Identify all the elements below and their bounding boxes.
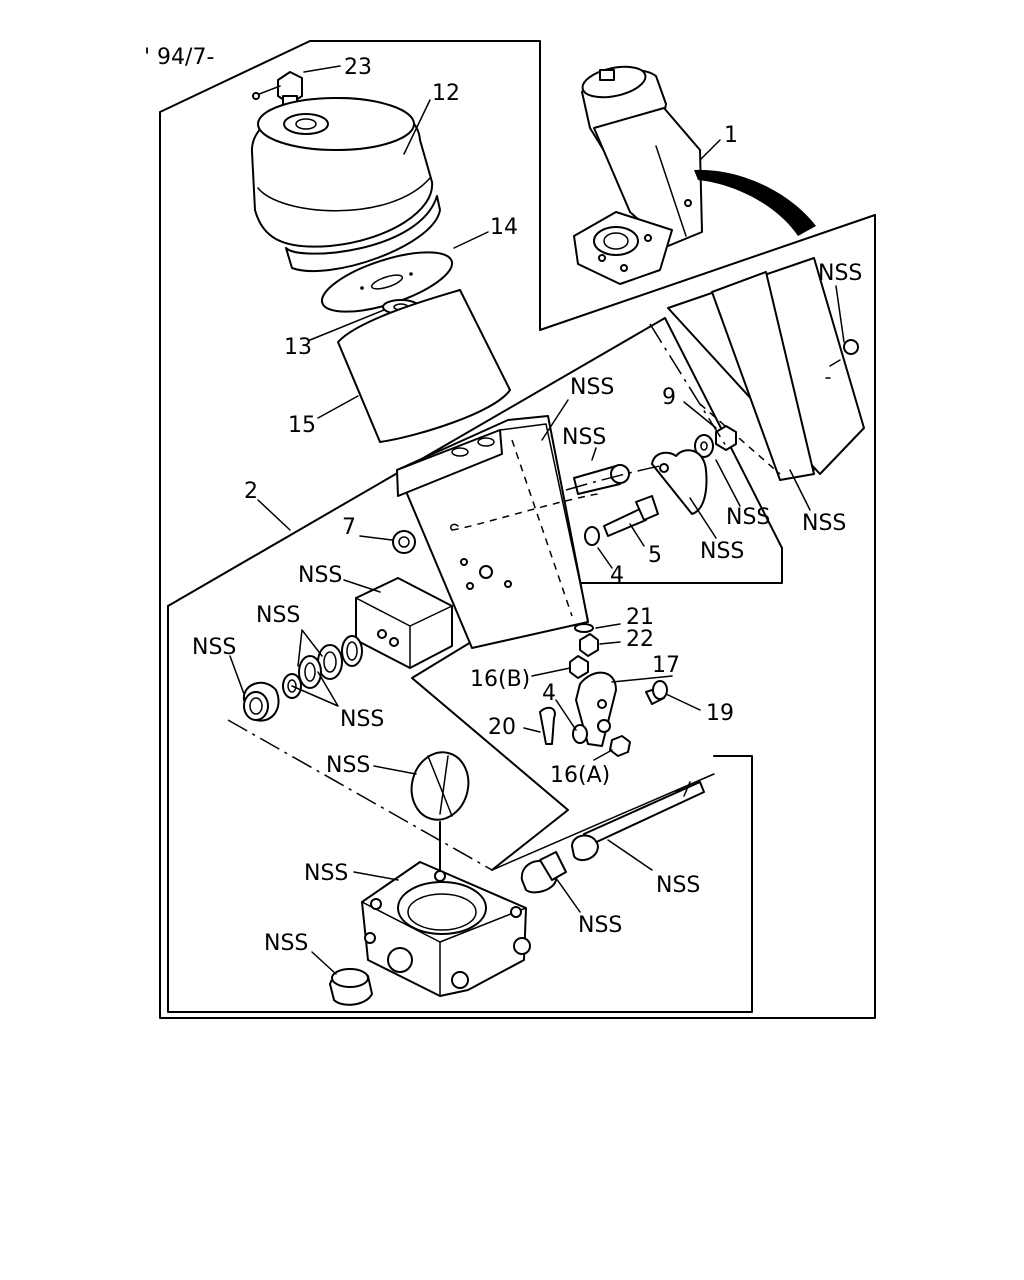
- callout-22: 22: [626, 627, 654, 652]
- housing-fasteners: [392, 464, 659, 554]
- callout-23: 23: [344, 55, 372, 80]
- callout-nss-housing: NSS: [570, 375, 614, 400]
- callout-nss-shaft-bushing: NSS: [578, 913, 622, 938]
- callout-13: 13: [284, 335, 312, 360]
- bracket-plates-nss: [667, 257, 865, 481]
- callout-nss-plug: NSS: [264, 931, 308, 956]
- callout-nss-rings: NSS: [340, 707, 384, 732]
- callout-nss-shaft: NSS: [656, 873, 700, 898]
- callout-21: 21: [626, 605, 654, 630]
- callout-nss-bushing: NSS: [192, 635, 236, 660]
- part-23-breather: [252, 71, 303, 109]
- callout-17: 17: [652, 653, 680, 678]
- callout-labels: ' 94/7- 23 12 14 13 15 1 2 NSS NSS NSS 9…: [144, 45, 862, 956]
- callout-nss-block: NSS: [298, 563, 342, 588]
- callout-2: 2: [244, 479, 258, 504]
- callout-nss-bolt: NSS: [562, 425, 606, 450]
- callout-nss-disc: NSS: [326, 753, 370, 778]
- callout-14: 14: [490, 215, 518, 240]
- callout-20: 20: [488, 715, 516, 740]
- callout-15: 15: [288, 413, 316, 438]
- callout-nss-seals: NSS: [256, 603, 300, 628]
- shaft-and-bushing-nss: [491, 773, 715, 894]
- callout-19: 19: [706, 701, 734, 726]
- callout-nss-plate: NSS: [802, 511, 846, 536]
- callout-nss-bracket: NSS: [818, 261, 862, 286]
- plug-nss: [329, 968, 373, 1006]
- leader-lines: [229, 65, 845, 975]
- callout-4-upper: 4: [610, 563, 624, 588]
- lever-plate-nss: [651, 449, 708, 515]
- callout-4-lower: 4: [542, 681, 556, 706]
- callout-nss-lever: NSS: [700, 539, 744, 564]
- callout-12: 12: [432, 81, 460, 106]
- callout-5: 5: [648, 543, 662, 568]
- part-9-nut-washer: [694, 425, 737, 458]
- part-2-housing: [396, 415, 599, 649]
- callout-nss-body: NSS: [304, 861, 348, 886]
- callout-9: 9: [662, 385, 676, 410]
- part-15-spring: [337, 289, 511, 443]
- block-and-seals-nss: [242, 577, 453, 722]
- part-12-chamber-cover: [250, 97, 441, 273]
- date-code: ' 94/7-: [144, 45, 214, 70]
- callout-7: 7: [342, 515, 356, 540]
- valve-body-nss: [361, 861, 531, 997]
- callout-1: 1: [724, 123, 738, 148]
- part-1-assembly: [573, 65, 816, 285]
- callout-16a: 16(A): [550, 763, 610, 788]
- callout-16b: 16(B): [470, 667, 530, 692]
- callout-nss-washer: NSS: [726, 505, 770, 530]
- diagram-frame: [159, 40, 876, 1019]
- linkage-parts: [539, 623, 668, 757]
